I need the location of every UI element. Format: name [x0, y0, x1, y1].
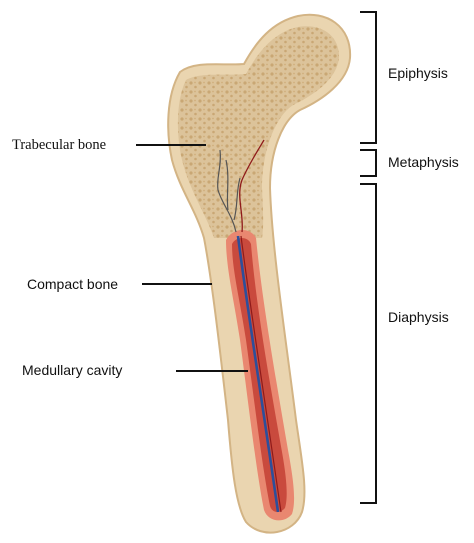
region-epiphysis: Epiphysis [388, 65, 448, 81]
label-trabecular-bone: Trabecular bone [12, 137, 106, 153]
bracket-diaphysis [360, 184, 376, 503]
bracket-epiphysis [360, 12, 376, 143]
label-compact-bone: Compact bone [27, 276, 118, 292]
label-medullary-cavity: Medullary cavity [22, 362, 122, 378]
region-diaphysis: Diaphysis [388, 309, 449, 325]
bracket-metaphysis [360, 150, 376, 176]
region-metaphysis: Metaphysis [388, 154, 459, 170]
